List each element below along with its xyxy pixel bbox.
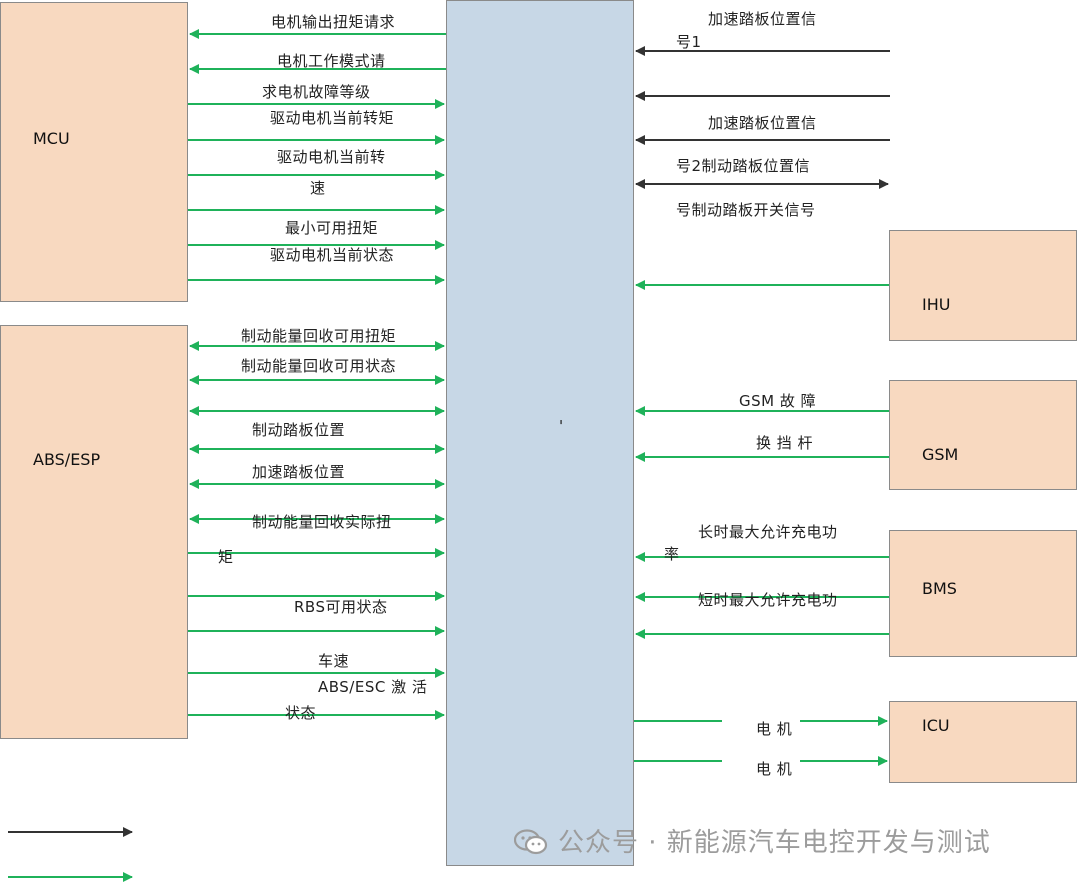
abs-esp-box: ABS/ESP [0,325,188,739]
abs-signal-label: 制动能量回收实际扭 [252,513,392,531]
mcu-signal-label: 电机工作模式请 [277,52,386,70]
ihu-box: IHU [889,230,1077,341]
mcu-box: MCU [0,2,188,302]
gsm-label: GSM [922,445,959,464]
mcu-label: MCU [33,129,70,148]
mcu-signal-label: 驱动电机当前转 [277,148,386,166]
icu-signal-label: 电 机 [756,760,793,778]
watermark-text: 公众号 · 新能源汽车电控开发与测试 [558,828,991,858]
mcu-signal-label: 最小可用扭矩 [285,219,379,237]
bms-box: BMS [889,530,1077,657]
mcu-signal-label: 求电机故障等级 [262,83,371,101]
ihu-label: IHU [922,295,951,314]
abs-signal-label: 制动能量回收可用状态 [241,357,397,375]
mcu-signal-label: 电机输出扭矩请求 [271,13,396,31]
bms-signal-label: 长时最大允许充电功 [698,523,838,541]
icu-signal-label: 电 机 [756,720,793,738]
abs-esp-label: ABS/ESP [33,450,101,469]
bms-signal-label: 率 [664,545,680,563]
watermark: 公众号 · 新能源汽车电控开发与测试 [514,822,991,859]
gsm-box: GSM [889,380,1077,490]
abs-signal-label: 制动踏板位置 [252,421,346,439]
bms-label: BMS [922,579,957,598]
icu-label: ICU [922,716,950,735]
abs-signal-label: 车速 [318,652,350,670]
central-controller-block: ' [446,0,634,866]
gsm-signal-label: 换 挡 杆 [756,434,814,452]
pedal-signal-label: 加速踏板位置信 [708,10,817,28]
pedal-signal-label: 号制动踏板开关信号 [676,201,816,219]
abs-signal-label: 矩 [218,548,234,566]
abs-signal-label: 加速踏板位置 [252,463,346,481]
bms-signal-label: 短时最大允许充电功 [698,591,838,609]
pedal-signal-label: 号1 [676,33,702,51]
mcu-signal-label: 驱动电机当前状态 [270,246,395,264]
pedal-signal-label: 加速踏板位置信 [708,114,817,132]
mcu-signal-label: 速 [310,179,326,197]
gsm-signal-label: GSM 故 障 [739,392,817,410]
wechat-icon [514,829,548,855]
icu-box: ICU [889,701,1077,783]
abs-signal-label: ABS/ESC 激 活 [318,678,428,696]
mcu-signal-label: 驱动电机当前转矩 [270,109,395,127]
center-mark: ' [559,417,564,435]
abs-signal-label: RBS可用状态 [294,598,388,616]
pedal-signal-label: 号2制动踏板位置信 [676,157,811,175]
abs-signal-label: 制动能量回收可用扭矩 [241,327,397,345]
abs-signal-label: 状态 [285,704,317,722]
